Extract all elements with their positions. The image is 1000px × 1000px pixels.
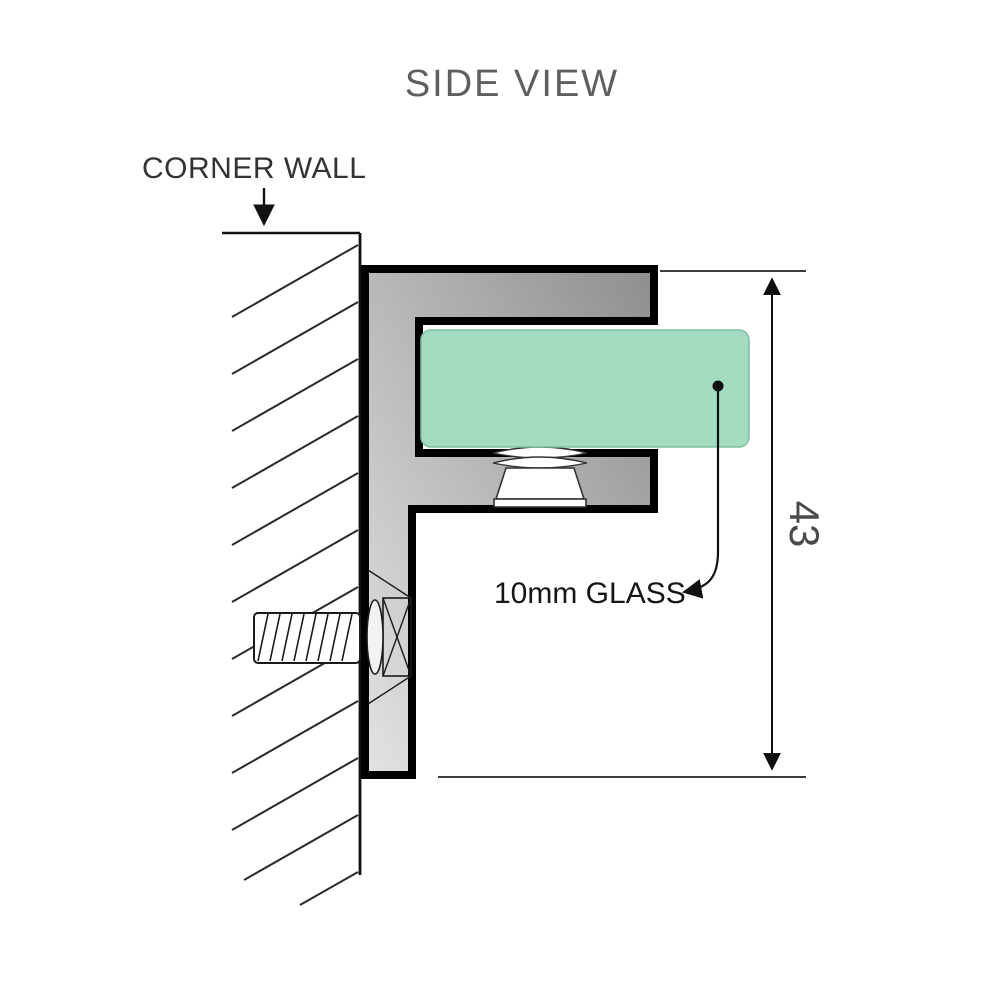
hatch-line <box>231 472 359 546</box>
hatch-line <box>231 757 359 831</box>
glass-label: 10mm GLASS <box>494 577 686 610</box>
dimension-label: 43 <box>781 501 828 548</box>
leader-line <box>682 391 720 599</box>
thread-line <box>305 613 317 662</box>
thread-line <box>269 613 281 662</box>
screw-cross-line <box>382 597 412 677</box>
wall-hatching <box>231 244 359 906</box>
hatch-line <box>243 814 359 881</box>
thread-line <box>329 613 341 662</box>
thread-line <box>317 613 329 662</box>
hatch-line <box>231 700 359 774</box>
dimension-43: 43 <box>438 270 828 778</box>
hatch-line <box>231 529 359 603</box>
grub-body <box>494 467 586 500</box>
glass-panel <box>420 329 750 448</box>
hatch-line <box>231 244 359 318</box>
wall-screw <box>253 569 412 705</box>
thread-line <box>257 613 269 662</box>
corner-wall-label: CORNER WALL <box>142 152 366 185</box>
grub-base <box>493 498 587 508</box>
screw-housing-line <box>367 569 412 599</box>
screw-housing-line <box>367 675 412 705</box>
thread-line <box>341 613 353 662</box>
hatch-line <box>231 301 359 375</box>
thread-line <box>281 613 293 662</box>
hatch-line <box>299 871 359 906</box>
thread-line <box>293 613 305 662</box>
hatch-line <box>231 358 359 432</box>
bracket-profile <box>361 265 658 779</box>
screw-shaft <box>253 612 361 664</box>
leader-dot <box>712 380 724 392</box>
hatch-line <box>231 415 359 489</box>
screw-threads <box>257 613 353 662</box>
glass-leader <box>682 380 724 599</box>
wall <box>222 231 362 906</box>
page-title: SIDE VIEW <box>405 63 619 105</box>
screw-washer <box>366 599 384 675</box>
grub-screw <box>492 446 588 508</box>
grub-thread <box>492 446 588 459</box>
